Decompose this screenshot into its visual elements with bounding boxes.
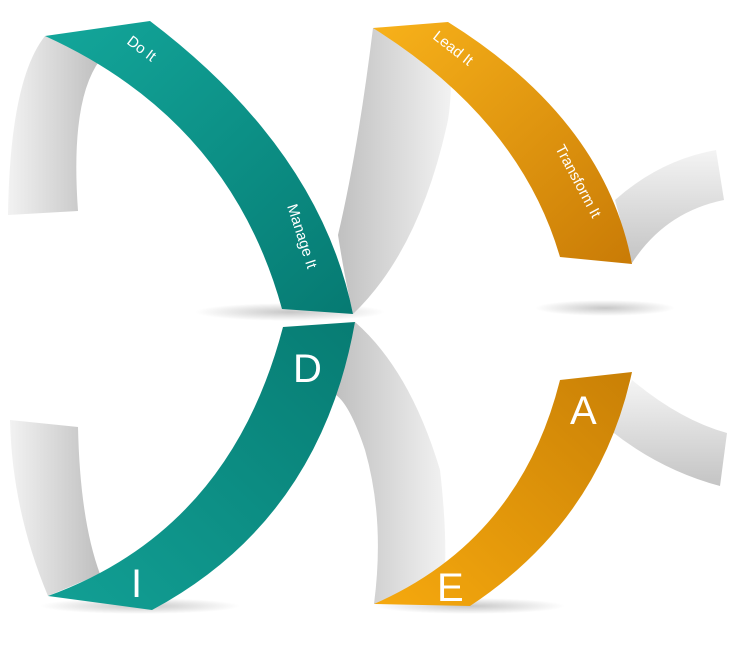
gray-ribbon-top-right xyxy=(615,150,724,263)
letter-e: E xyxy=(437,566,464,610)
shadow-top-right xyxy=(535,300,675,316)
letter-d: D xyxy=(293,347,322,391)
letter-i: I xyxy=(131,562,142,606)
teal-ribbon-top xyxy=(45,21,353,314)
orange-ribbon-top xyxy=(373,22,632,264)
teal-ribbon-bottom xyxy=(48,322,355,610)
orange-ribbon-bottom xyxy=(374,372,632,606)
letter-a: A xyxy=(570,389,597,433)
gray-ribbon-bottom-center xyxy=(336,322,446,604)
gray-ribbon-bottom-left xyxy=(10,420,100,596)
gray-ribbon-top-center xyxy=(338,28,451,314)
gray-ribbon-top-left xyxy=(8,36,100,215)
gray-ribbon-bottom-right xyxy=(610,380,727,486)
